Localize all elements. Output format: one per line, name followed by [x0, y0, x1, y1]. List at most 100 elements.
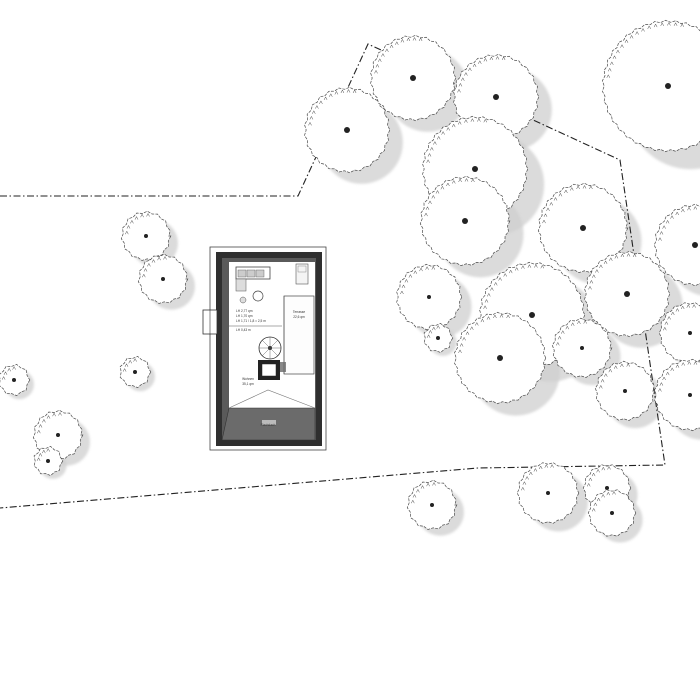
tree-texture-mark [378, 58, 382, 62]
tree-texture-mark [693, 361, 698, 365]
tree-texture-mark [606, 491, 611, 496]
tree-texture-mark [42, 449, 46, 454]
tree-texture-mark [395, 41, 399, 45]
tree-texture-mark [687, 361, 692, 365]
tree-texture-mark [319, 100, 323, 105]
tree-texture-mark [12, 366, 16, 370]
tree-texture-mark [593, 502, 598, 507]
tree-texture-mark [632, 253, 637, 258]
tree-texture-mark [432, 481, 436, 486]
tree-texture-mark [546, 207, 550, 212]
tree-texture-mark [458, 349, 462, 354]
tree-texture-mark [490, 287, 494, 291]
deciduous-tree-icon [370, 34, 457, 122]
tree-texture-mark [544, 464, 549, 468]
building-footprint: Terrasse 22,6 qm LH 2,77 qm LH 1,70 qm L… [202, 246, 327, 451]
tree-texture-mark [436, 325, 440, 329]
tree-texture-mark [681, 362, 685, 366]
living-label: Wohnen [242, 377, 254, 381]
tree-trunk-dot [144, 234, 148, 238]
tree-texture-mark [140, 213, 144, 218]
tree-texture-mark [508, 269, 513, 274]
tree-group [0, 19, 700, 537]
tree-texture-mark [653, 23, 658, 28]
deciduous-tree-icon [120, 210, 172, 261]
tree-texture-mark [624, 39, 629, 43]
tree-texture-mark [58, 411, 62, 416]
tree-texture-mark [424, 212, 428, 217]
deciduous-tree-icon [587, 489, 637, 537]
sofa [235, 266, 271, 292]
tree-texture-mark [406, 37, 411, 42]
tree-crown [654, 358, 700, 432]
tree-texture-mark [464, 177, 469, 182]
tree-trunk-dot [436, 336, 440, 340]
tree-texture-mark [662, 376, 666, 381]
tree-texture-mark [599, 384, 603, 389]
tree-trunk-dot [161, 277, 165, 281]
tree-texture-mark [589, 185, 593, 190]
tree-texture-mark [457, 88, 461, 93]
tree-texture-mark [663, 326, 667, 331]
tree-texture-mark [487, 292, 491, 297]
tree-texture-mark [565, 325, 570, 330]
tree-texture-mark [425, 206, 430, 210]
tree-texture-mark [692, 304, 696, 308]
tree-texture-mark [312, 110, 316, 114]
tree-trunk-dot [462, 218, 468, 224]
tree-texture-mark [626, 363, 630, 367]
tree-texture-mark [601, 466, 606, 471]
tree-texture-mark [42, 418, 46, 423]
tree-texture-mark [452, 179, 456, 184]
terrace-label: Terrasse [293, 310, 305, 314]
tree-texture-mark [433, 141, 437, 145]
tree-texture-mark [124, 363, 129, 367]
tree-trunk-dot [623, 389, 627, 393]
tree-texture-mark [416, 488, 420, 493]
tree-texture-mark [352, 89, 357, 94]
tree-texture-mark [675, 211, 679, 216]
tree-trunk-dot [493, 94, 499, 100]
tree-texture-mark [675, 364, 680, 368]
tree-texture-mark [483, 305, 487, 309]
note-2: LH 1,70 qm [236, 314, 253, 318]
tree-texture-mark [385, 48, 389, 53]
tree-texture-mark [686, 304, 691, 308]
deciduous-tree-icon [423, 322, 454, 354]
spiral-staircase [258, 336, 282, 360]
tree-texture-mark [323, 96, 328, 101]
deciduous-tree-icon [419, 175, 511, 266]
tree-texture-mark [665, 219, 670, 224]
tree-texture-mark [374, 69, 378, 74]
tree-trunk-dot [56, 433, 60, 437]
tree-crown [653, 203, 700, 287]
tree-texture-mark [664, 321, 669, 325]
tree-texture-mark [553, 196, 558, 201]
tree-texture-mark [426, 334, 431, 338]
tree-texture-mark [626, 252, 631, 257]
deciduous-tree-icon [516, 462, 580, 524]
tree-texture-mark [38, 423, 43, 428]
tree-texture-mark [431, 266, 436, 270]
tree-texture-mark [412, 493, 417, 498]
tree-texture-mark [586, 482, 591, 487]
tree-texture-mark [607, 465, 611, 470]
tree-texture-mark [550, 464, 554, 468]
tree-texture-mark [529, 471, 533, 476]
tree-texture-mark [7, 367, 11, 372]
tree-texture-mark [680, 305, 685, 310]
tree-texture-mark [620, 253, 625, 258]
tree-texture-mark [612, 490, 616, 495]
tree-texture-mark [52, 412, 56, 417]
tree-texture-mark [133, 358, 137, 362]
tree-trunk-dot [580, 225, 586, 231]
tree-texture-mark [436, 135, 441, 140]
tree-texture-mark [475, 321, 479, 326]
tree-texture-mark [595, 269, 599, 273]
tree-texture-mark [570, 186, 574, 191]
tree-texture-mark [662, 225, 666, 229]
property-boundary-line [0, 43, 666, 509]
tree-texture-mark [419, 267, 423, 272]
tree-trunk-dot [46, 459, 50, 463]
